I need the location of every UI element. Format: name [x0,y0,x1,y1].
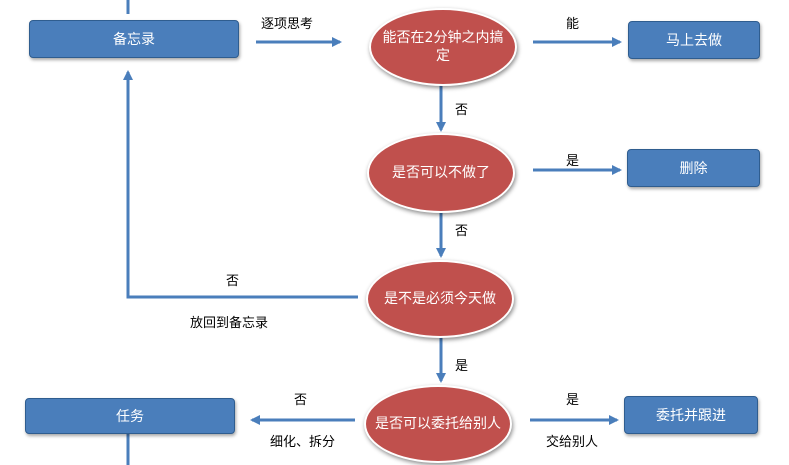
task-box: 任务 [25,398,235,434]
delete-box: 删除 [627,149,760,187]
label-yes-delete: 是 [566,154,580,169]
label-yes-today: 是 [455,359,469,374]
q-delegate-ellipse: 是否可以委托给别人 [364,385,512,463]
arrow-q3-back-to-memo [123,70,358,299]
q-two-minutes-ellipse: 能否在2分钟之内搞定 [369,8,517,86]
label-refine-split: 细化、拆分 [270,435,336,450]
label-yes-can: 能 [566,17,580,32]
label-no-2: 否 [455,224,469,239]
q-must-today-ellipse: 是不是必须今天做 [366,260,514,338]
label-no-task: 否 [294,393,308,408]
label-no-1: 否 [455,103,469,118]
label-put-back-memo: 放回到备忘录 [190,316,269,331]
label-no-back: 否 [226,274,240,289]
do-now-box: 马上去做 [628,21,760,59]
q-can-skip-ellipse: 是否可以不做了 [367,133,515,213]
label-yes-delegate: 是 [566,393,580,408]
memo-box: 备忘录 [29,20,239,58]
delegate-follow-box: 委托并跟进 [624,396,758,434]
label-think-each: 逐项思考 [261,17,314,32]
label-give-others: 交给别人 [546,435,599,450]
